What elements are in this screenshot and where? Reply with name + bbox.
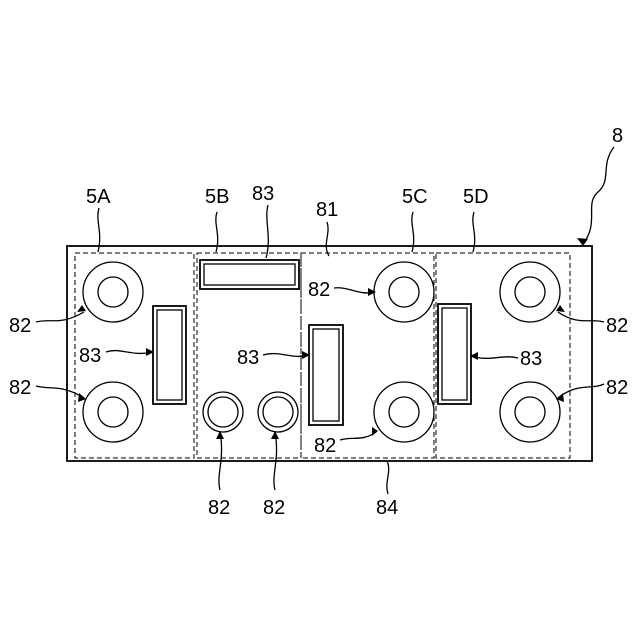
bump-5c-top <box>374 262 434 322</box>
label-5d: 5D <box>463 186 489 208</box>
label-82-5c-top: 82 <box>308 279 330 301</box>
label-device-8: 8 <box>612 125 623 147</box>
label-83-top: 83 <box>252 183 274 205</box>
slot-5d <box>438 304 471 404</box>
label-82-bottom-right: 82 <box>263 497 285 519</box>
label-84: 84 <box>376 497 398 519</box>
bump-5d-top <box>500 262 560 322</box>
region-5d-outline <box>436 253 570 458</box>
label-83-5d: 83 <box>520 348 542 370</box>
bump-5a-bottom <box>83 382 143 442</box>
label-5c: 5C <box>402 186 428 208</box>
slot-5c <box>309 325 343 425</box>
bump-5b-left <box>203 392 243 432</box>
slot-5a <box>153 306 186 404</box>
bump-5d-bottom <box>500 382 560 442</box>
bump-5b-right <box>258 392 298 432</box>
label-5a: 5A <box>86 186 111 208</box>
label-82-right-bottom: 82 <box>606 377 628 399</box>
label-82-left-top: 82 <box>9 315 31 337</box>
label-5b: 5B <box>205 186 229 208</box>
label-83-left: 83 <box>79 345 101 367</box>
label-82-5c-bottom: 82 <box>314 435 336 457</box>
label-81: 81 <box>316 199 338 221</box>
label-83-5c: 83 <box>237 347 259 369</box>
label-82-bottom-left: 82 <box>208 497 230 519</box>
label-82-right-top: 82 <box>606 315 628 337</box>
bump-5a-top <box>83 262 143 322</box>
label-82-left-bottom: 82 <box>9 377 31 399</box>
bump-5c-bottom <box>374 382 434 442</box>
slot-5b <box>200 260 299 289</box>
